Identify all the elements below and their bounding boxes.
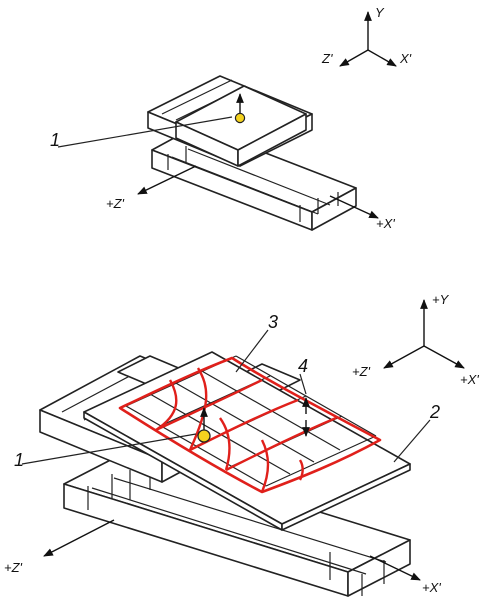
top-cross-slide (147, 75, 357, 231)
bottom-axis-y-label: +Y (432, 292, 450, 307)
bottom-callout-1: 1 (14, 450, 24, 470)
bottom-figure: +Y +Z' +X' (4, 292, 479, 597)
top-axis-z-label: Z' (321, 51, 333, 66)
bottom-table-x-label: +X' (422, 580, 441, 595)
top-axes: Y Z' X' (321, 5, 412, 67)
top-table-z-label: +Z' (106, 196, 125, 211)
bottom-deformed-surface (118, 356, 382, 494)
top-reference-dot (234, 112, 246, 124)
bottom-plate (83, 351, 411, 531)
bottom-callout-4: 4 (298, 356, 308, 376)
bottom-axes: +Y +Z' +X' (352, 292, 479, 387)
top-axis-x-label: X' (399, 51, 412, 66)
top-table-x-label: +X' (376, 216, 395, 231)
top-axis-y-label: Y (375, 5, 385, 20)
top-figure: Y Z' X' 1 (50, 5, 412, 231)
bottom-axis-z-label: +Z' (352, 364, 371, 379)
bottom-table-z-label: +Z' (4, 560, 23, 575)
bottom-callout-3: 3 (268, 312, 278, 332)
bottom-axis-x-label: +X' (460, 372, 479, 387)
top-callout-1: 1 (50, 130, 60, 150)
bottom-callout-2: 2 (429, 402, 440, 422)
bottom-reference-point (197, 407, 211, 443)
bottom-reference-dot (197, 429, 211, 443)
top-reference-point (234, 93, 246, 124)
